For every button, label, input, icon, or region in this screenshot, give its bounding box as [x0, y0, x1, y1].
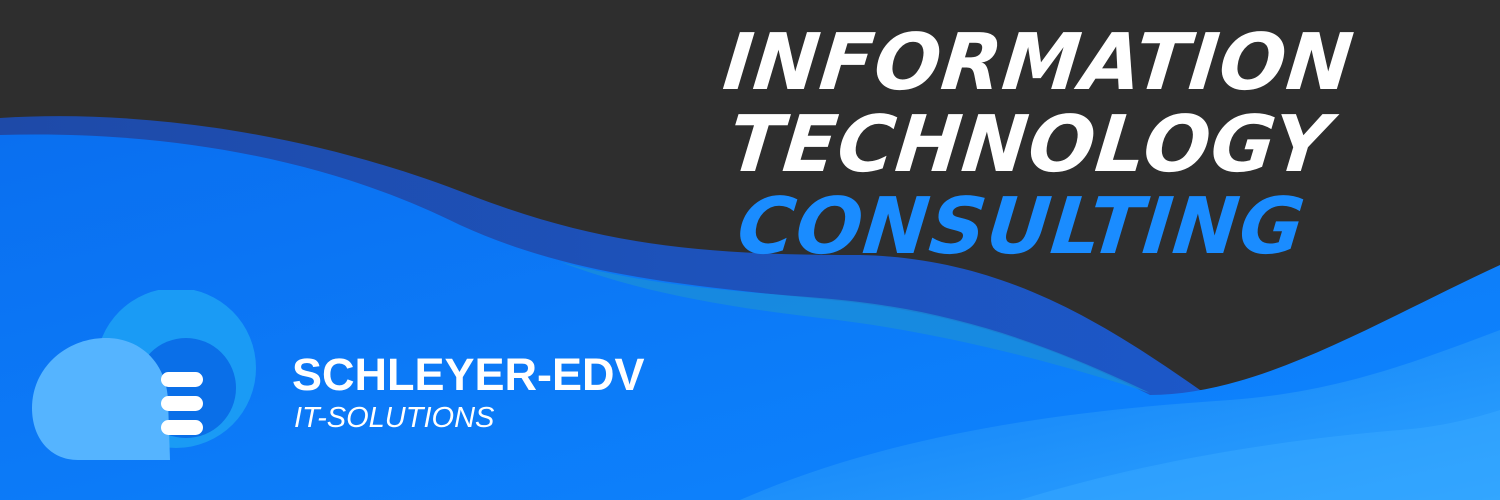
headline-line-1: INFORMATION — [719, 18, 1358, 108]
headline-line-2: TECHNOLOGY — [724, 100, 1336, 190]
wave-front-highlight — [1020, 410, 1500, 500]
wave-main — [0, 134, 1500, 500]
headline-line-3: CONSULTING — [733, 182, 1310, 272]
headline: INFORMATION TECHNOLOGY CONSULTING — [677, 18, 1383, 272]
wave-seam — [560, 262, 1150, 393]
brand-name: SCHLEYER-EDV — [292, 349, 645, 400]
cloud-server-icon — [32, 290, 256, 460]
brand-tagline: IT-SOLUTIONS — [294, 402, 495, 434]
